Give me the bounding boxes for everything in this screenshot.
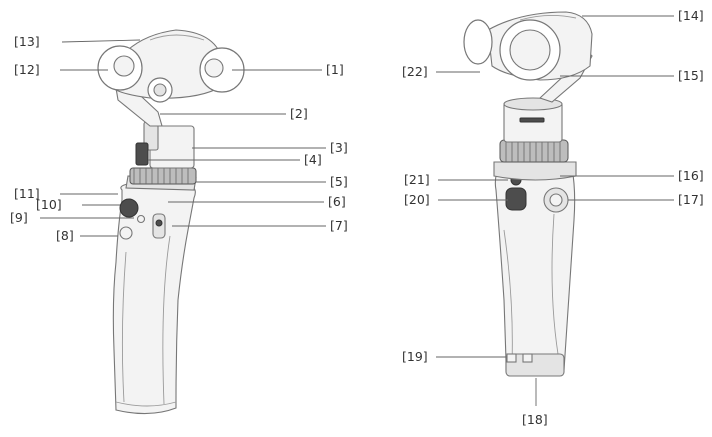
callout-17: [17] <box>678 192 704 207</box>
handheld-gimbal-camera-front-icon <box>98 30 244 414</box>
callout-12: [12] <box>14 62 40 77</box>
callout-7: [7] <box>330 218 348 233</box>
callout-16: [16] <box>678 168 704 183</box>
callout-18: [18] <box>522 412 548 427</box>
callout-20: [20] <box>404 192 430 207</box>
callout-1: [1] <box>326 62 344 77</box>
callout-19: [19] <box>402 349 428 364</box>
callout-13: [13] <box>14 34 40 49</box>
callout-2: [2] <box>290 106 308 121</box>
callout-14: [14] <box>678 8 704 23</box>
callout-6: [6] <box>328 194 346 209</box>
callout-22: [22] <box>402 64 428 79</box>
callout-4: [4] <box>304 152 322 167</box>
callout-9: [9] <box>10 210 28 225</box>
callout-15: [15] <box>678 68 704 83</box>
callout-5: [5] <box>330 174 348 189</box>
callout-21: [21] <box>404 172 430 187</box>
handheld-gimbal-camera-back-icon <box>464 12 592 376</box>
callout-8: [8] <box>56 228 74 243</box>
callout-3: [3] <box>330 140 348 155</box>
callout-10: [10] <box>36 197 62 212</box>
